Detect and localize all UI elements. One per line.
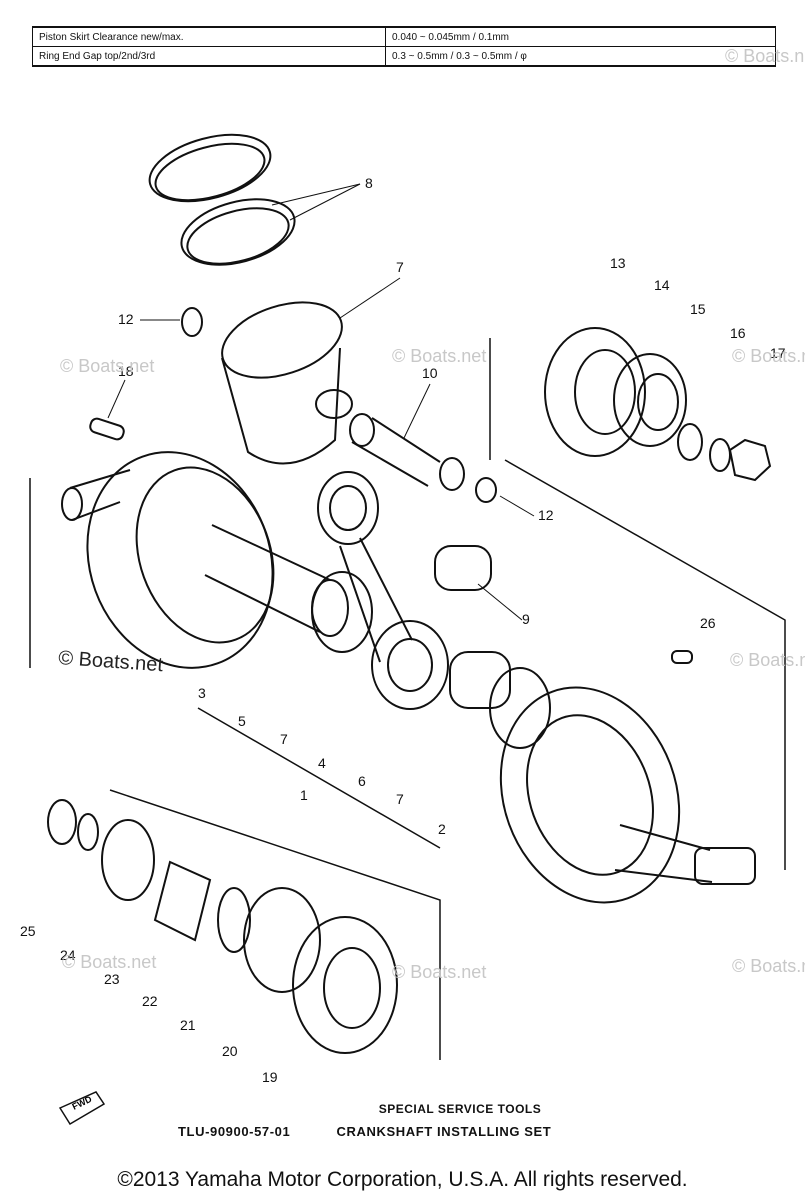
spacer: [153, 860, 212, 942]
piston-rings: [148, 133, 296, 266]
key: [671, 650, 693, 664]
part-label: 6: [358, 773, 366, 789]
fwd-marker: FWD: [58, 1091, 106, 1126]
part-label: 7: [280, 731, 288, 747]
bearing-race: [323, 947, 381, 1029]
watermark-text: © Boats.net: [732, 346, 805, 366]
washer: [677, 423, 703, 461]
washer: [47, 799, 77, 845]
spec-row: Piston Skirt Clearance new/max. 0.040 ~ …: [32, 26, 776, 47]
needle-bearing-large: [449, 651, 511, 709]
watermark-text: © Boats.net: [62, 952, 156, 972]
part-label: 22: [142, 993, 158, 1009]
part-label: 16: [730, 325, 746, 341]
thrust-washer: [311, 571, 373, 653]
part-label: 13: [610, 255, 626, 271]
leader-lines: [107, 183, 535, 621]
circlip: [217, 887, 251, 953]
part-label: 15: [690, 301, 706, 317]
part-labels: 8 7 12 18 10 12 9 13 14 15 16 17 26 3 5 …: [20, 175, 786, 1085]
part-label: 23: [104, 971, 120, 987]
bearing: [292, 916, 398, 1054]
part-label: 12: [118, 311, 134, 327]
primary-gear: [101, 819, 155, 901]
watermark-text: © Boats.net: [58, 647, 165, 676]
oil-seal: [243, 887, 321, 993]
crank-half-right: [499, 686, 756, 904]
part-label: 1: [300, 787, 308, 803]
part-label: 7: [396, 259, 404, 275]
watermark-text: © Boats.net: [732, 956, 805, 976]
part-label: 5: [238, 713, 246, 729]
bearing-race: [574, 349, 636, 435]
part-label: 14: [654, 277, 670, 293]
part-label: 17: [770, 345, 786, 361]
spec-value: 0.3 ~ 0.5mm / 0.3 ~ 0.5mm / φ: [385, 46, 776, 67]
lock-washer: [709, 438, 731, 472]
part-label: 20: [222, 1043, 238, 1059]
part-label: 12: [538, 507, 554, 523]
part-label: 18: [118, 363, 134, 379]
thrust-washer: [489, 667, 551, 749]
spec-label: Ring End Gap top/2nd/3rd: [32, 46, 386, 67]
part-label: 3: [198, 685, 206, 701]
bearing: [544, 327, 646, 457]
connecting-rod: [317, 471, 449, 710]
dowel-pin: [89, 417, 125, 441]
part-label: 19: [262, 1069, 278, 1085]
piston-pin: [349, 413, 465, 491]
spec-row: Ring End Gap top/2nd/3rd 0.3 ~ 0.5mm / 0…: [32, 46, 776, 67]
watermarks: © Boats.net © Boats.net © Boats.net © Bo…: [58, 46, 805, 982]
tools-row: TLU-90900-57-01 CRANKSHAFT INSTALLING SE…: [178, 1124, 551, 1139]
watermark-text: © Boats.net: [392, 962, 486, 982]
part-label: 25: [20, 923, 36, 939]
oil-seal-inner: [637, 373, 679, 431]
tools-title: SPECIAL SERVICE TOOLS: [378, 1102, 542, 1116]
watermark-text: © Boats.net: [730, 650, 805, 670]
part-label: 21: [180, 1017, 196, 1033]
washer: [77, 813, 99, 851]
nut: [728, 438, 772, 482]
piston: [221, 301, 353, 465]
tool-name: CRANKSHAFT INSTALLING SET: [336, 1124, 552, 1139]
watermark-text: © Boats.net: [392, 346, 486, 366]
part-label: 24: [60, 947, 76, 963]
tool-code: TLU-90900-57-01: [178, 1124, 291, 1139]
assembly-bracket: [29, 338, 786, 1060]
part-label: 4: [318, 755, 326, 771]
circlip: [475, 477, 497, 503]
watermark-text: © Boats.net: [60, 356, 154, 376]
watermark-text: © Boats.net: [725, 46, 805, 66]
part-label: 26: [700, 615, 716, 631]
crank-half-left: [61, 451, 349, 669]
circlip: [181, 307, 203, 337]
needle-bearing-small: [434, 545, 492, 591]
spec-table: Piston Skirt Clearance new/max. 0.040 ~ …: [32, 26, 776, 67]
copyright-notice: ©2013 Yamaha Motor Corporation, U.S.A. A…: [117, 1168, 688, 1191]
oil-seal: [613, 353, 687, 447]
fwd-label: FWD: [70, 1094, 93, 1112]
part-label: 8: [365, 175, 373, 191]
part-label: 10: [422, 365, 438, 381]
part-label: 7: [396, 791, 404, 807]
part-label: 9: [522, 611, 530, 627]
part-label: 2: [438, 821, 446, 837]
